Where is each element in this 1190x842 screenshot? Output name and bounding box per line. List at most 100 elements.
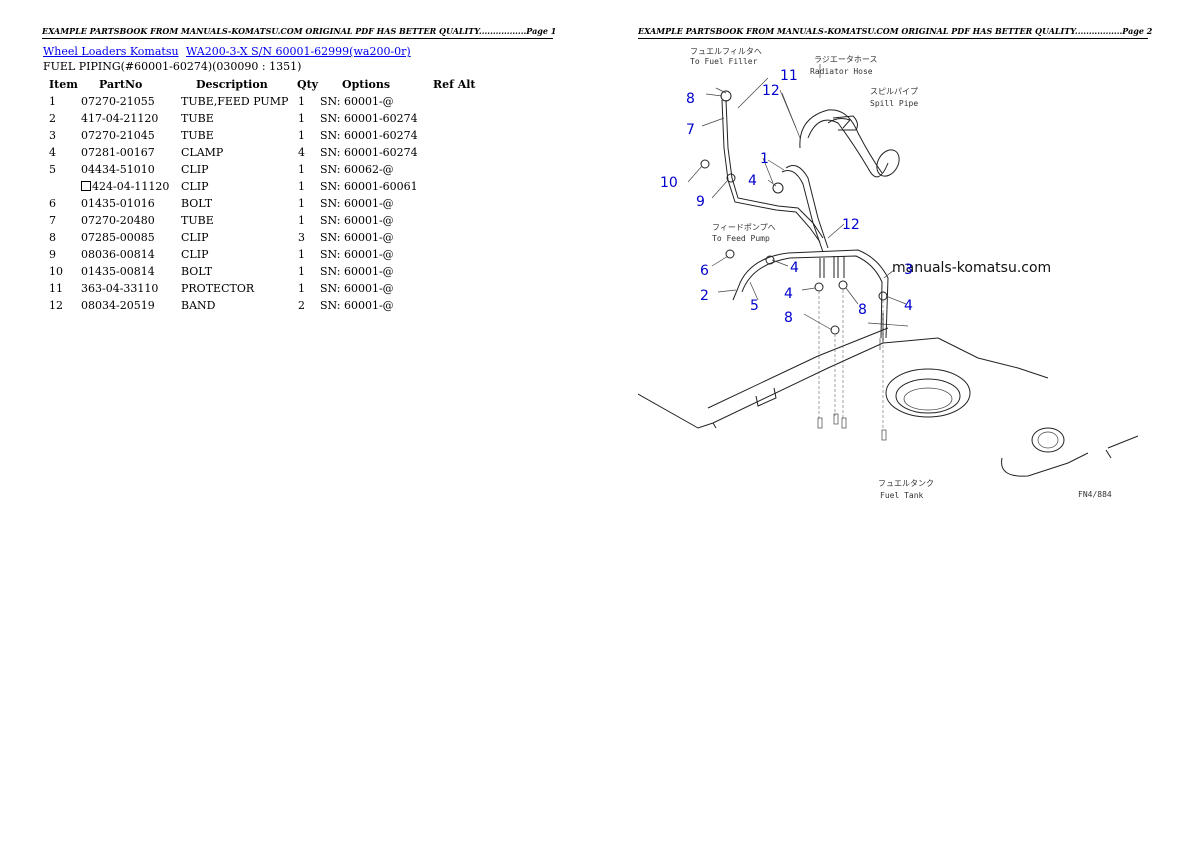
- breadcrumb: Wheel Loaders Komatsu WA200-3-X S/N 6000…: [43, 45, 415, 58]
- cell-item: 9: [49, 248, 56, 261]
- cell-options: SN: 60001-@: [320, 299, 394, 312]
- cell-qty: 1: [298, 95, 305, 108]
- cell-partno: 07270-20480: [81, 214, 155, 227]
- cell-partno: 01435-00814: [81, 265, 155, 278]
- cell-options: SN: 60001-@: [320, 282, 394, 295]
- drop-lines: [715, 64, 887, 441]
- label-spill-en: Spill Pipe: [870, 99, 918, 108]
- callout-8-right: 8: [858, 302, 867, 318]
- label-spill-jp: スピルパイプ: [870, 87, 918, 96]
- alternate-part-checkbox-icon: [81, 181, 91, 191]
- clip-8-lower: [830, 325, 840, 335]
- clip-9: [726, 173, 736, 183]
- cell-qty: 2: [298, 299, 305, 312]
- callout-8-top: 8: [686, 91, 695, 107]
- column-header-options: Options: [342, 78, 391, 91]
- cell-description: TUBE,FEED PUMP: [181, 95, 289, 108]
- callout-12-top: 12: [762, 83, 780, 99]
- cell-partno: 08036-00814: [81, 248, 155, 261]
- bolt-6: [725, 249, 735, 259]
- breadcrumb-link-model[interactable]: WA200-3-X S/N 60001-62999(wa200-0r): [186, 45, 411, 58]
- cell-qty: 1: [298, 163, 305, 176]
- callout-4-left: 4: [790, 260, 799, 276]
- cell-options: SN: 60062-@: [320, 163, 394, 176]
- breadcrumb-link-category[interactable]: Wheel Loaders Komatsu: [43, 45, 179, 58]
- callout-12-lower: 12: [842, 217, 860, 233]
- column-header-qty: Qty: [297, 78, 319, 91]
- clip-8-right: [838, 280, 848, 290]
- page-2-header: EXAMPLE PARTSBOOK FROM MANUALS-KOMATSU.C…: [638, 26, 1152, 39]
- cell-item: 5: [49, 163, 56, 176]
- cell-ref-alt: [433, 280, 483, 297]
- cell-item: 12: [49, 299, 63, 312]
- column-header-description: Description: [196, 78, 268, 91]
- cell-ref-alt: [433, 297, 483, 314]
- callout-10: 10: [660, 175, 678, 191]
- label-fuel-tank-en: Fuel Tank: [880, 491, 924, 500]
- label-feed-pump-jp: フィードポンプへ: [712, 223, 776, 232]
- cell-ref-alt: [433, 212, 483, 229]
- cell-item: 11: [49, 282, 63, 295]
- cell-ref-alt: [433, 178, 483, 195]
- label-fuel-tank-jp: フュエルタンク: [878, 479, 934, 488]
- cell-qty: 3: [298, 231, 305, 244]
- cell-item: 2: [49, 112, 56, 125]
- clip-8-top: [720, 90, 732, 102]
- column-header-ref-alt: Ref Alt: [433, 78, 476, 91]
- cell-options: SN: 60001-@: [320, 231, 394, 244]
- cell-partno: 07270-21055: [81, 95, 155, 108]
- cell-description: BOLT: [181, 265, 213, 278]
- label-feed-pump-en: To Feed Pump: [712, 234, 770, 243]
- cell-options: SN: 60001-60274: [320, 146, 418, 159]
- cell-ref-alt: [433, 229, 483, 246]
- cell-ref-alt: [433, 93, 483, 110]
- tube-2-3: [737, 249, 889, 339]
- callout-2: 2: [700, 288, 709, 304]
- callout-4-upper: 4: [748, 173, 757, 189]
- cell-description: CLIP: [181, 163, 209, 176]
- cell-partno: 07270-21045: [81, 129, 155, 142]
- fuel-tank-filler-neck: [1001, 427, 1139, 477]
- cell-description: PROTECTOR: [181, 282, 255, 295]
- cell-ref-alt: [433, 110, 483, 127]
- cell-item: 4: [49, 146, 56, 159]
- clamp-4-mid: [814, 282, 824, 292]
- cell-partno: 01435-01016: [81, 197, 155, 210]
- cell-qty: 1: [298, 265, 305, 278]
- cell-partno: 363-04-33110: [81, 282, 159, 295]
- cell-item: 7: [49, 214, 56, 227]
- callout-3: 3: [904, 262, 913, 278]
- cell-ref-alt: [433, 144, 483, 161]
- clamp-4-left: [765, 255, 775, 265]
- cell-item: 6: [49, 197, 56, 210]
- cell-item: 8: [49, 231, 56, 244]
- fuel-piping-diagram: フュエルフィルタへ To Fuel Filler ラジエータホース Radiat…: [638, 47, 1139, 500]
- cell-ref-alt: [433, 161, 483, 178]
- cell-description: TUBE: [181, 129, 214, 142]
- cell-description: BOLT: [181, 197, 213, 210]
- cell-ref-alt: [433, 195, 483, 212]
- cell-description: TUBE: [181, 112, 214, 125]
- callout-5: 5: [750, 298, 759, 314]
- cell-qty: 1: [298, 180, 305, 193]
- cell-partno: 08034-20519: [81, 299, 155, 312]
- page-1-header: EXAMPLE PARTSBOOK FROM MANUALS-KOMATSU.C…: [42, 26, 556, 39]
- cell-qty: 1: [298, 129, 305, 142]
- callout-4-mid: 4: [784, 286, 793, 302]
- cell-item: 3: [49, 129, 56, 142]
- callout-4-right: 4: [904, 298, 913, 314]
- cell-partno: 07281-00167: [81, 146, 155, 159]
- cell-qty: 1: [298, 214, 305, 227]
- label-radiator-jp: ラジエータホース: [814, 55, 877, 64]
- cell-partno: 417-04-21120: [81, 112, 159, 125]
- cell-options: SN: 60001-60061: [320, 180, 418, 193]
- label-fuel-filter-en: To Fuel Filler: [690, 57, 758, 66]
